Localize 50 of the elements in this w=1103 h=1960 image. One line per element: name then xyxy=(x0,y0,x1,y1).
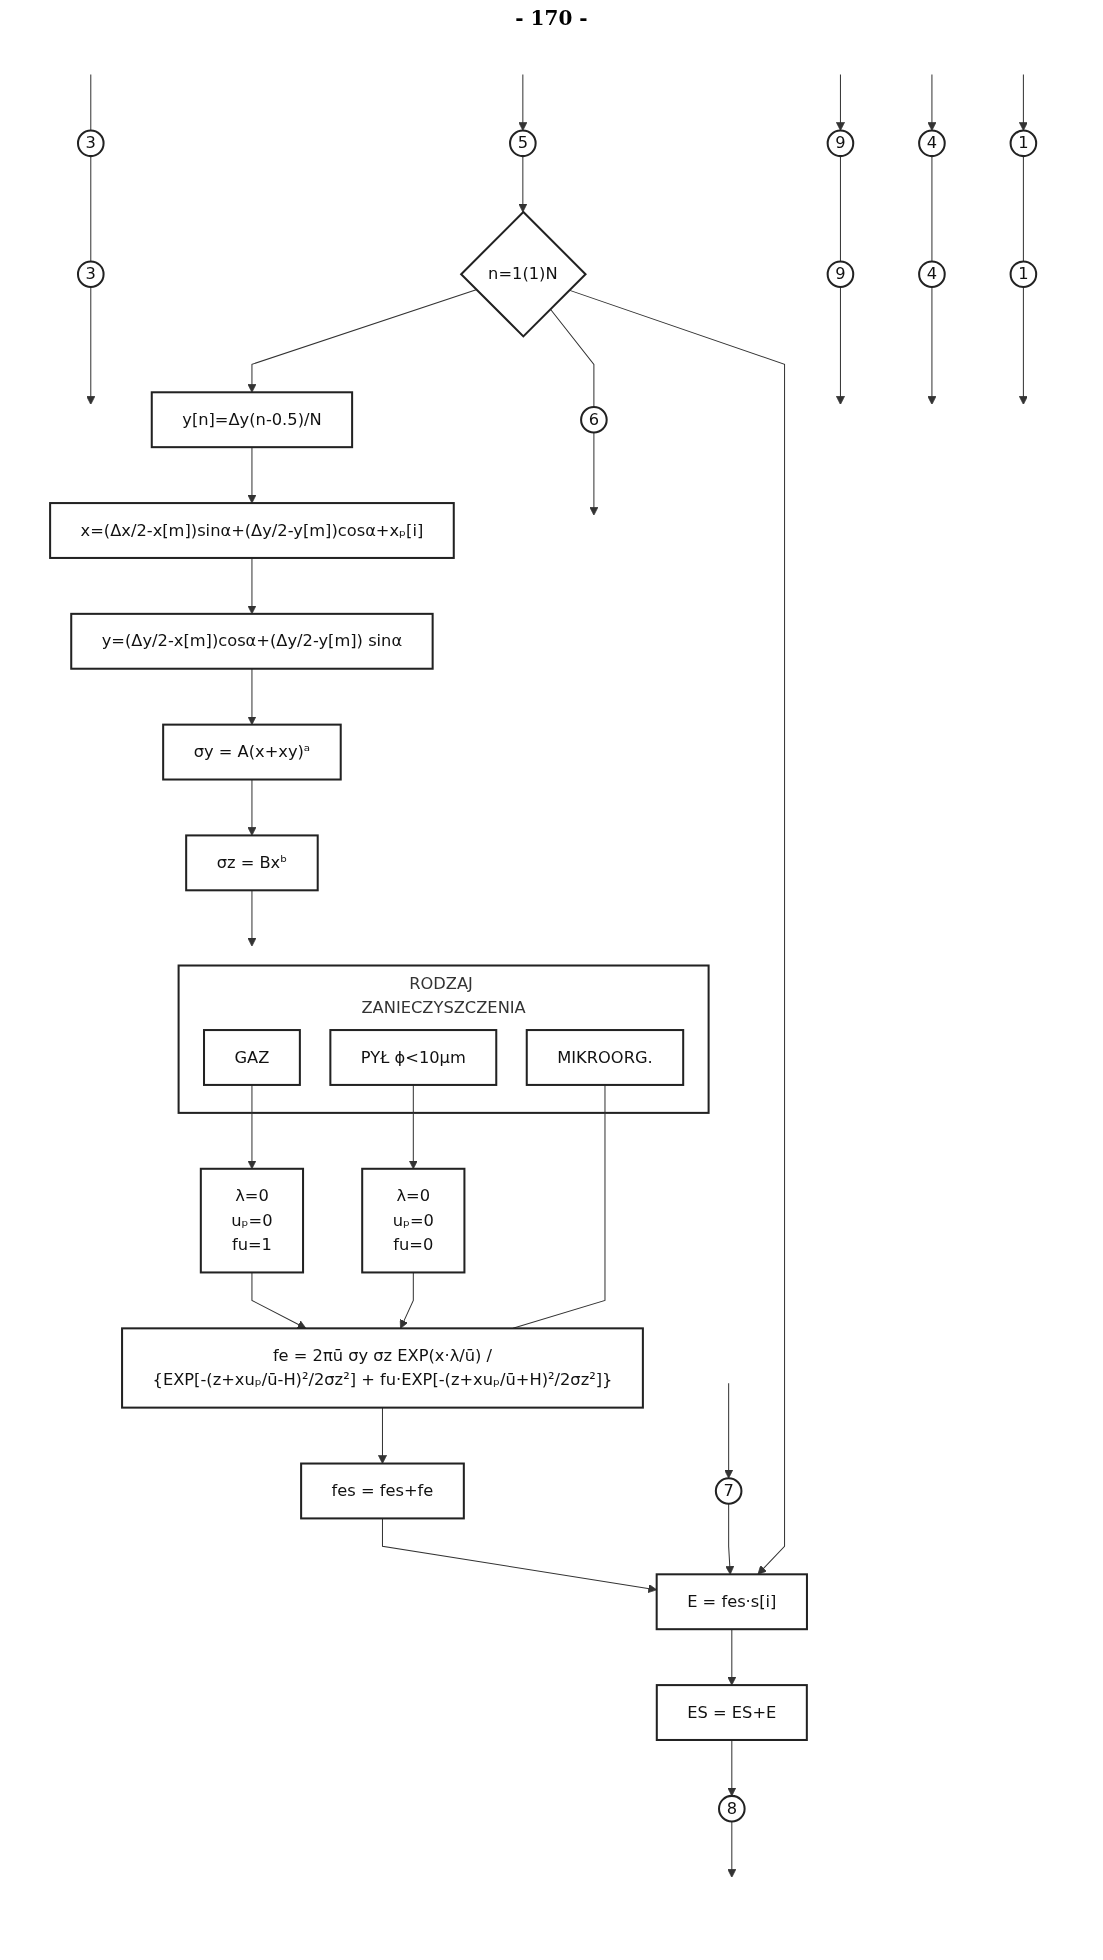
node-circle: 9 xyxy=(826,260,854,288)
node-circle: 1 xyxy=(1009,129,1037,158)
arrow xyxy=(726,1739,736,1797)
node-circle: 7 xyxy=(714,1477,742,1505)
arrow xyxy=(517,155,527,213)
arrow xyxy=(246,779,256,836)
node-box: σy = A(x+xy)ᵃ xyxy=(161,723,342,781)
arrow xyxy=(835,286,845,405)
node-circle: 3 xyxy=(76,129,105,158)
connector xyxy=(549,308,594,408)
node-box: PYŁ ϕ<10μm xyxy=(328,1029,497,1086)
arrow xyxy=(1018,286,1028,405)
node-circle: 4 xyxy=(917,260,946,288)
node-box: y=(Δy/2-x[m])cosα+(Δy/2-y[m]) sinα xyxy=(69,612,434,670)
arrow xyxy=(246,289,477,393)
arrow xyxy=(85,286,95,405)
node-box: MIKROORG. xyxy=(525,1029,684,1086)
node-circle: 8 xyxy=(717,1794,746,1823)
node-box: E = fes·s[i] xyxy=(655,1573,808,1631)
node-box: λ=0 uₚ=0 fu=1 xyxy=(199,1167,304,1274)
arrow xyxy=(588,432,598,516)
node-box: fe = 2πū σy σz EXP(x·λ/ū) / {EXP[-(z+xuₚ/ū-H)²/2σz²] + fu·EXP[-(z+xuₚ/ū+H)²/2σz²]} xyxy=(120,1327,644,1409)
connector xyxy=(89,155,91,262)
arrow xyxy=(568,289,785,1575)
node-circle: 3 xyxy=(76,260,105,288)
node-box: GAZ xyxy=(202,1029,301,1086)
node-box: λ=0 uₚ=0 fu=0 xyxy=(360,1167,465,1274)
node-diamond: n=1(1)N xyxy=(459,210,587,338)
node-box: x=(Δx/2-x[m])sinα+(Δy/2-y[m])cosα+xₚ[i] xyxy=(48,502,455,559)
arrow xyxy=(724,1503,734,1575)
connector xyxy=(1022,155,1024,262)
connector xyxy=(839,155,841,262)
node-circle: 4 xyxy=(917,129,946,158)
arrow xyxy=(723,1382,733,1479)
arrow xyxy=(926,74,936,131)
arrow xyxy=(926,286,936,405)
arrow xyxy=(1018,74,1028,131)
node-circle: 1 xyxy=(1009,260,1037,288)
node-circle: 9 xyxy=(826,129,854,158)
node-box: y[n]=Δy(n-0.5)/N xyxy=(150,391,353,449)
node-circle: 5 xyxy=(508,129,537,158)
arrow xyxy=(835,74,845,131)
page-number: - 170 - xyxy=(514,6,589,30)
node-box: σz = Bxᵇ xyxy=(184,834,319,892)
node-circle: 6 xyxy=(579,405,608,434)
node-box: fes = fes+fe xyxy=(299,1462,465,1520)
node-box: ES = ES+E xyxy=(655,1684,808,1741)
arrow xyxy=(377,1407,387,1464)
arrow xyxy=(517,74,527,131)
connector xyxy=(930,155,932,262)
